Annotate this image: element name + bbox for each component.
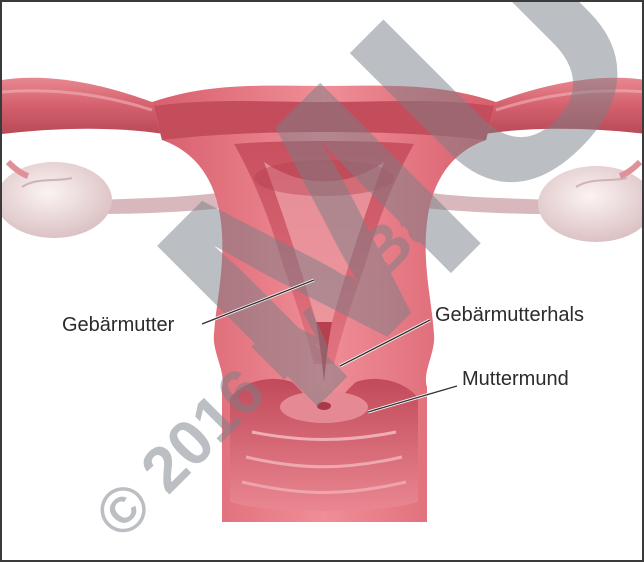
left-fallopian-tube — [2, 78, 164, 134]
label-gebaermutterhals: Gebärmutterhals — [435, 305, 584, 325]
left-ovary — [2, 162, 112, 238]
label-gebaermutter: Gebärmutter — [62, 315, 174, 335]
label-muttermund: Muttermund — [462, 369, 569, 389]
